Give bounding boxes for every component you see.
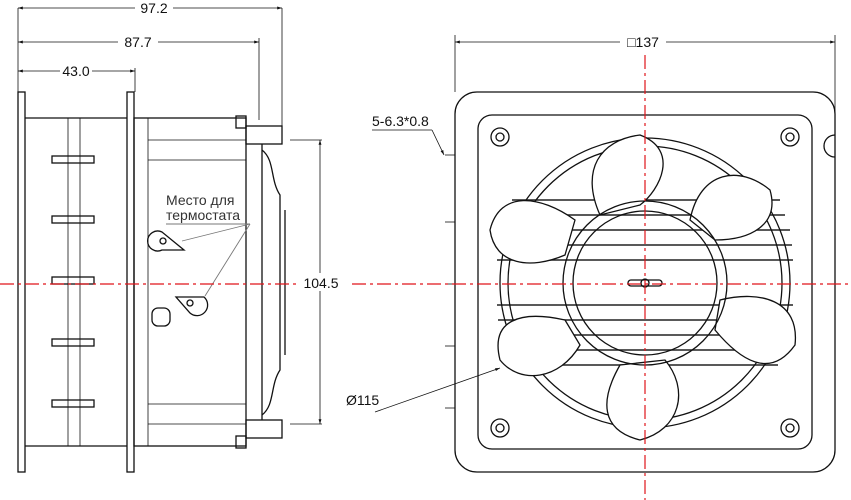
dim-height: 104.5	[303, 275, 338, 291]
fan-blades	[489, 134, 796, 441]
annotation-line1: Место для	[166, 192, 234, 208]
dim-flange-depth: 43.0	[62, 63, 89, 79]
thermostat-mount-2	[174, 296, 209, 317]
dim-square-size: □137	[627, 34, 659, 50]
thermostat-mount-1	[146, 230, 186, 252]
dim-overall-length: 97.2	[140, 0, 167, 16]
dim-mount-holes: 5-6.3*0.8	[372, 113, 429, 129]
center-lines	[0, 55, 851, 500]
side-view: 97.2 87.7 43.0 104.5 Место для	[17, 0, 344, 473]
annotation-line2: термостата	[166, 207, 240, 223]
rear-flange	[126, 91, 135, 473]
mounting-holes	[490, 127, 800, 438]
dim-ring-diameter: Ø115	[346, 392, 379, 408]
motor-body	[133, 117, 247, 447]
front-flange	[17, 91, 26, 473]
front-view: □137 5-6.3*0.8	[346, 34, 836, 473]
dim-body-length: 87.7	[124, 34, 151, 50]
clips	[51, 155, 95, 408]
